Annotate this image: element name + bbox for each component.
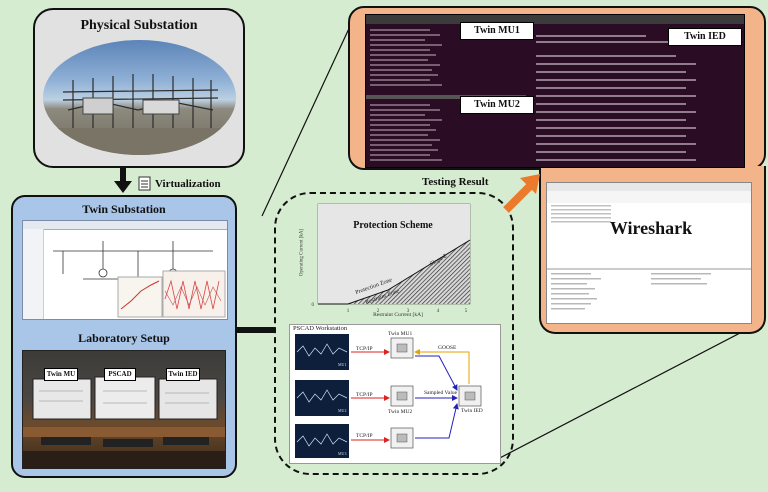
wireshark-list-graphic [547, 205, 751, 310]
twin-mu2-node-label: Twin MU2 [388, 409, 413, 415]
svg-text:5: 5 [465, 309, 468, 314]
goose-label: GOOSE [438, 345, 457, 351]
monitor-label-twin-ied: Twin IED [166, 368, 200, 381]
protection-xlabel: Restraint Current [kA] [373, 312, 423, 318]
monitor-label-twin-mu: Twin MU [44, 368, 78, 381]
svg-text:4: 4 [437, 309, 440, 314]
terminal-label-twin-ied: Twin IED [668, 28, 742, 46]
physical-substation-panel: Physical Substation [33, 8, 245, 168]
pscad-circuit [53, 241, 226, 318]
legend-mu1: MU1 [338, 362, 347, 367]
terminal-label-twin-mu2: Twin MU2 [460, 96, 534, 114]
legend-mu2: MU2 [338, 408, 347, 413]
svg-text:2: 2 [377, 309, 380, 314]
physical-substation-title: Physical Substation [80, 18, 198, 33]
wireshark-label: Wireshark [609, 218, 693, 238]
testing-result-arrow [503, 174, 540, 213]
pscad-workstation-graphic [295, 334, 482, 458]
terminal-text-graphic [370, 29, 696, 161]
protection-title: Protection Scheme [353, 220, 433, 231]
terminal-label-twin-mu1: Twin MU1 [460, 22, 534, 40]
twin-substation-title: Twin Substation [82, 202, 166, 216]
tcp-label-1: TCP/IP [356, 346, 373, 352]
lab-photo-graphic [23, 376, 225, 468]
wireshark-window [546, 182, 752, 324]
protection-ylabel: Operating Current [kA] [299, 228, 305, 277]
svg-text:3: 3 [407, 309, 410, 314]
svg-text:0: 0 [312, 303, 315, 308]
svg-text:1: 1 [347, 309, 350, 314]
pscad-screenshot [22, 220, 228, 320]
virtualization-arrow [114, 168, 132, 193]
virtualization-label: Virtualization [155, 178, 221, 190]
pscad-workstation-title: PSCAD Workstation [293, 325, 348, 332]
twin-mu1-node-label: Twin MU1 [388, 331, 413, 337]
server-icon [138, 176, 151, 191]
sampled-value-label: Sampled Value [424, 390, 458, 396]
tcp-label-3: TCP/IP [356, 433, 373, 439]
protection-chart: 0 1 2 3 4 5 Protection Scheme Operating … [288, 200, 474, 318]
connector-bar [237, 327, 275, 333]
monitor-label-pscad: PSCAD [104, 368, 136, 381]
legend-mu3: MU3 [338, 451, 347, 456]
tcp-label-2: TCP/IP [356, 392, 373, 398]
detail-region [274, 192, 514, 475]
protection-chart-svg: 0 1 2 3 4 5 [312, 203, 471, 314]
laboratory-setup-title: Laboratory Setup [78, 331, 170, 345]
testing-result-label: Testing Result [422, 176, 489, 188]
twin-ied-node-label: Twin IED [461, 408, 483, 414]
